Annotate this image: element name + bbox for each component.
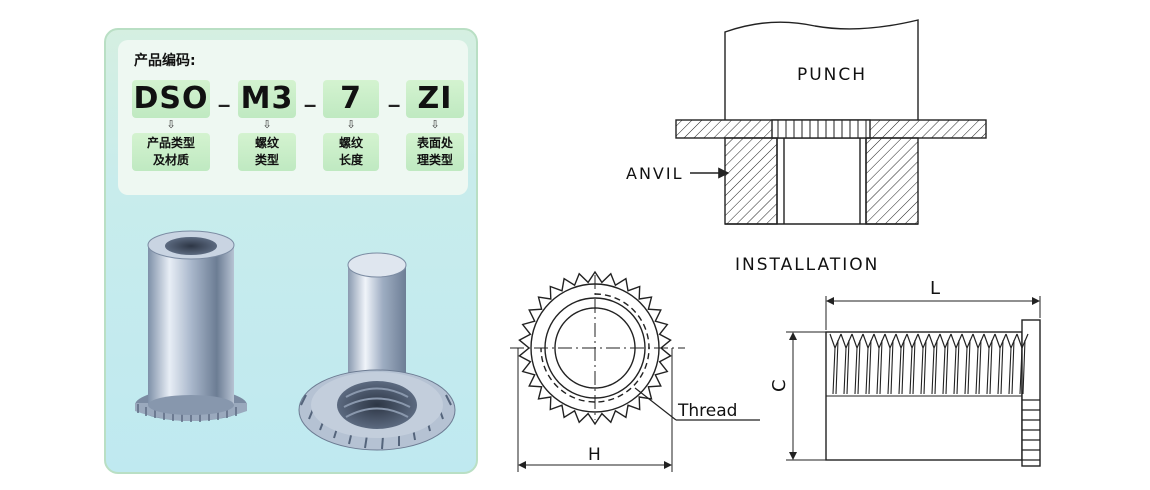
code-type-desc: 产品类型 及材质 (132, 133, 210, 171)
product-code-title: 产品编码: (134, 53, 196, 69)
code-thread-type-desc: 螺纹 类型 (238, 133, 296, 171)
down-arrow-icon: ⇩ (166, 119, 176, 131)
diameter-c-label: C (769, 379, 790, 392)
code-thread-length-desc: 螺纹 长度 (323, 133, 379, 171)
length-l-label: L (930, 278, 940, 299)
thread-label: Thread (677, 401, 737, 421)
product-card: 产品编码: DSO ⇩ 产品类型 及材质 – M3 ⇩ 螺纹 类型 – 7 ⇩ … (104, 28, 478, 474)
anvil-label: ANVIL (626, 164, 684, 183)
code-segment-finish: ZI ⇩ 表面处 理类型 (406, 80, 464, 171)
down-arrow-icon: ⇩ (346, 119, 356, 131)
code-finish: ZI (406, 80, 464, 118)
code-finish-desc: 表面处 理类型 (406, 133, 464, 171)
punch-label: PUNCH (797, 65, 867, 85)
standoff-right (298, 252, 456, 451)
product-code-panel: 产品编码: DSO ⇩ 产品类型 及材质 – M3 ⇩ 螺纹 类型 – 7 ⇩ … (118, 40, 468, 195)
installation-drawing (675, 19, 987, 225)
code-thread-length: 7 (323, 80, 379, 118)
code-segment-thread-type: M3 ⇩ 螺纹 类型 (238, 80, 296, 171)
down-arrow-icon: ⇩ (262, 119, 272, 131)
standoff-left (135, 230, 247, 422)
side-view-drawing (786, 296, 1041, 467)
code-segment-thread-length: 7 ⇩ 螺纹 长度 (323, 80, 379, 171)
code-type: DSO (132, 80, 210, 118)
dimension-h-label: H (588, 445, 601, 465)
installation-caption: INSTALLATION (735, 255, 879, 275)
code-thread-type: M3 (238, 80, 296, 118)
standoff-photo (135, 230, 456, 451)
code-segment-type: DSO ⇩ 产品类型 及材质 (132, 80, 210, 171)
down-arrow-icon: ⇩ (430, 119, 440, 131)
code-separator: – (304, 92, 317, 117)
code-separator: – (218, 92, 231, 117)
front-view-drawing (510, 270, 760, 472)
code-separator: – (388, 92, 401, 117)
